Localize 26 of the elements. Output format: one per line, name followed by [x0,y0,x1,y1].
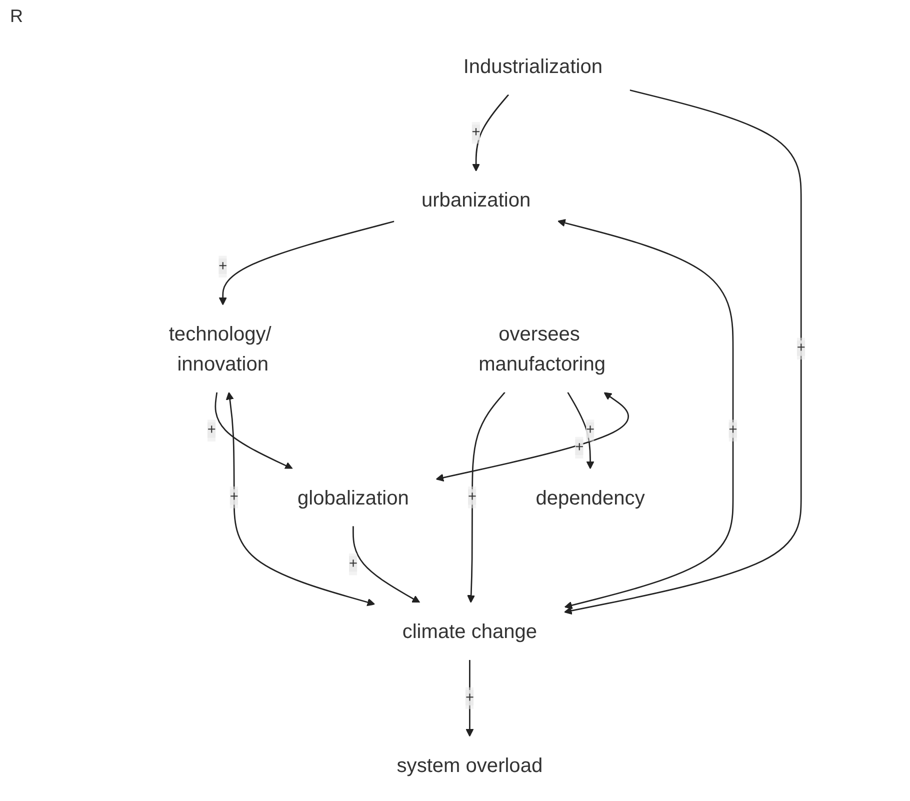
edge-label: + [472,124,480,140]
node-text: oversees manufactoring [478,322,606,375]
node-text: globalization [298,486,409,509]
edge-label: + [465,690,474,706]
node-text: dependency [536,486,645,509]
edge-label: + [575,440,584,456]
edge-label: + [348,556,358,572]
node-text: Industrialization [463,54,603,78]
arrow [214,392,293,470]
loop-marker: R [10,6,23,26]
arrow [558,219,734,610]
edge-label: + [586,422,595,438]
edge-label: + [796,340,806,356]
node-text: system overload [396,754,543,776]
arrow [564,89,802,615]
edge-label: + [230,489,238,505]
node-text: urbanization [422,188,531,212]
arrow [226,392,376,606]
arrow [436,392,629,482]
edge-label: + [728,422,738,438]
edge-label: + [468,489,477,505]
edge-label: + [218,258,228,274]
edge-label: + [207,422,216,438]
arrow [352,526,420,603]
node-text: climate change [402,620,538,643]
node-text: technology/ innovation [168,322,272,375]
